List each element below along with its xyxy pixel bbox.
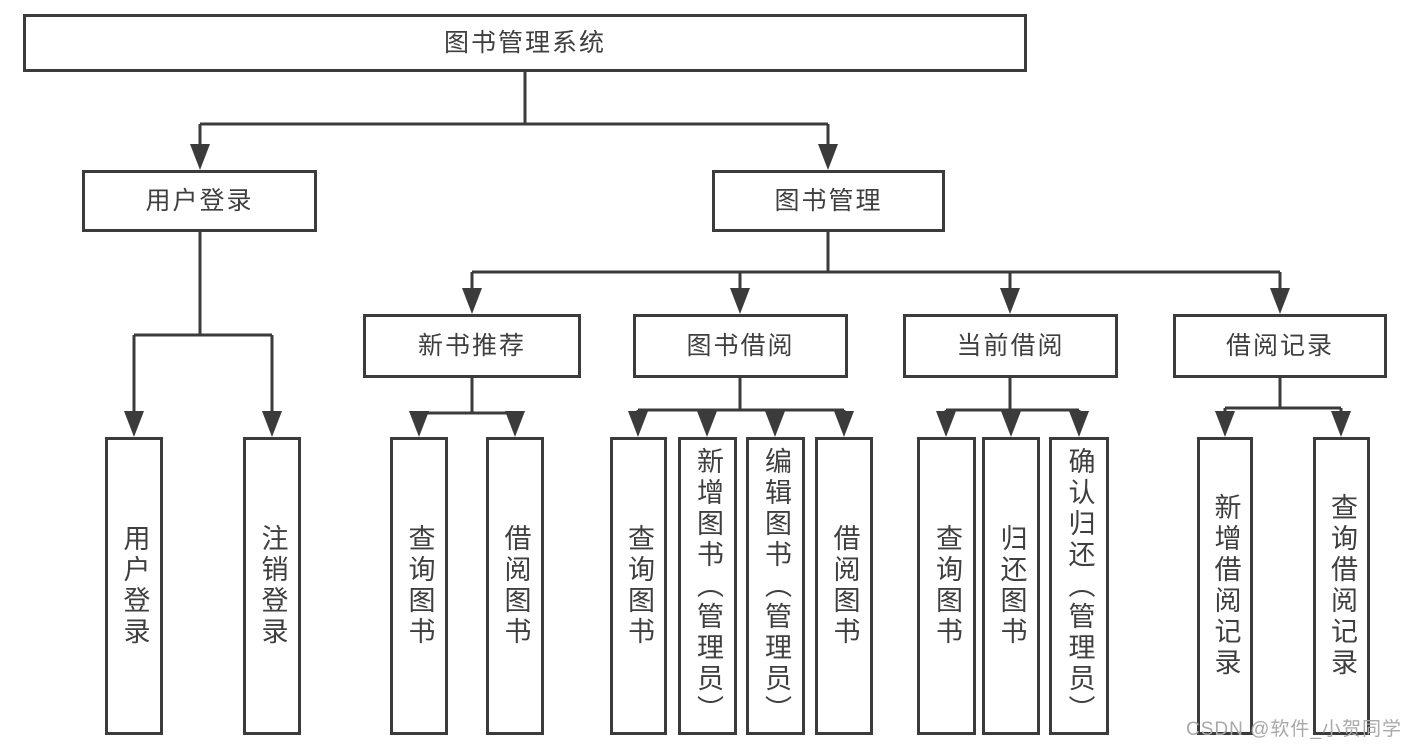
arrow-down-icon [765, 411, 785, 437]
node-label: 确认归还（管理员） [1064, 446, 1095, 726]
leaf-user-login: 用户登录 [105, 437, 163, 735]
node-current-borrowing: 当前借阅 [903, 314, 1118, 378]
arrow-down-icon [730, 288, 750, 314]
node-label: 图书管理 [774, 186, 883, 215]
node-label: 新增图书（管理员） [693, 446, 723, 726]
arrow-down-icon [262, 411, 282, 437]
node-label: 新书推荐 [417, 331, 526, 360]
node-label: 图书借阅 [686, 331, 795, 360]
arrow-down-icon [834, 411, 854, 437]
watermark: CSDN @软件_小贺同学 [1186, 719, 1402, 740]
node-label: 编辑图书（管理员） [761, 446, 791, 726]
node-label: 查询图书 [624, 524, 654, 648]
arrow-down-icon [409, 411, 429, 437]
node-new-book-recommendation: 新书推荐 [363, 314, 581, 378]
node-label: 用户登录 [145, 186, 254, 215]
node-label: 借阅记录 [1225, 331, 1334, 360]
arrow-down-icon [1270, 288, 1290, 314]
arrow-down-icon [1000, 288, 1020, 314]
leaf-logout: 注销登录 [243, 437, 301, 735]
node-label: 图书管理系统 [443, 28, 606, 57]
leaf-query-books-borrow: 查询图书 [610, 437, 667, 735]
node-label: 归还图书 [996, 524, 1027, 648]
node-book-borrowing: 图书借阅 [633, 314, 848, 378]
arrow-down-icon [818, 144, 838, 170]
arrow-down-icon [505, 411, 525, 437]
arrow-down-icon [1215, 411, 1235, 437]
node-label: 查询借阅记录 [1327, 493, 1357, 679]
leaf-query-books-current: 查询图书 [917, 437, 976, 735]
leaf-confirm-return-admin: 确认归还（管理员） [1049, 437, 1109, 735]
node-book-management: 图书管理 [712, 170, 945, 232]
leaf-query-books-recommend: 查询图书 [390, 437, 448, 735]
node-label: 查询图书 [404, 524, 435, 648]
node-label: 新增借阅记录 [1210, 493, 1241, 679]
node-label: 注销登录 [257, 524, 288, 648]
leaf-add-book-admin: 新增图书（管理员） [678, 437, 737, 735]
leaf-add-borrow-record: 新增借阅记录 [1197, 437, 1253, 735]
node-library-management-system: 图书管理系统 [23, 14, 1027, 72]
leaf-borrow-books: 借阅图书 [815, 437, 873, 735]
node-label: 借阅图书 [829, 524, 860, 648]
leaf-query-borrow-record: 查询借阅记录 [1313, 437, 1370, 735]
arrow-down-icon [462, 288, 482, 314]
node-label: 当前借阅 [956, 331, 1065, 360]
node-label: 用户登录 [119, 524, 150, 648]
leaf-borrow-books-recommend: 借阅图书 [486, 437, 544, 735]
arrow-down-icon [1069, 411, 1089, 437]
node-borrowing-records: 借阅记录 [1173, 314, 1387, 378]
arrowheads-group [124, 144, 1351, 437]
arrow-down-icon [1001, 411, 1021, 437]
arrow-down-icon [1331, 411, 1351, 437]
arrow-down-icon [190, 144, 210, 170]
node-user-login: 用户登录 [82, 170, 317, 232]
arrow-down-icon [936, 411, 956, 437]
node-label: 查询图书 [932, 524, 962, 648]
node-label: 借阅图书 [500, 524, 531, 648]
leaf-edit-book-admin: 编辑图书（管理员） [746, 437, 805, 735]
leaf-return-book: 归还图书 [982, 437, 1040, 735]
arrow-down-icon [697, 411, 717, 437]
arrow-down-icon [628, 411, 648, 437]
arrow-down-icon [124, 411, 144, 437]
